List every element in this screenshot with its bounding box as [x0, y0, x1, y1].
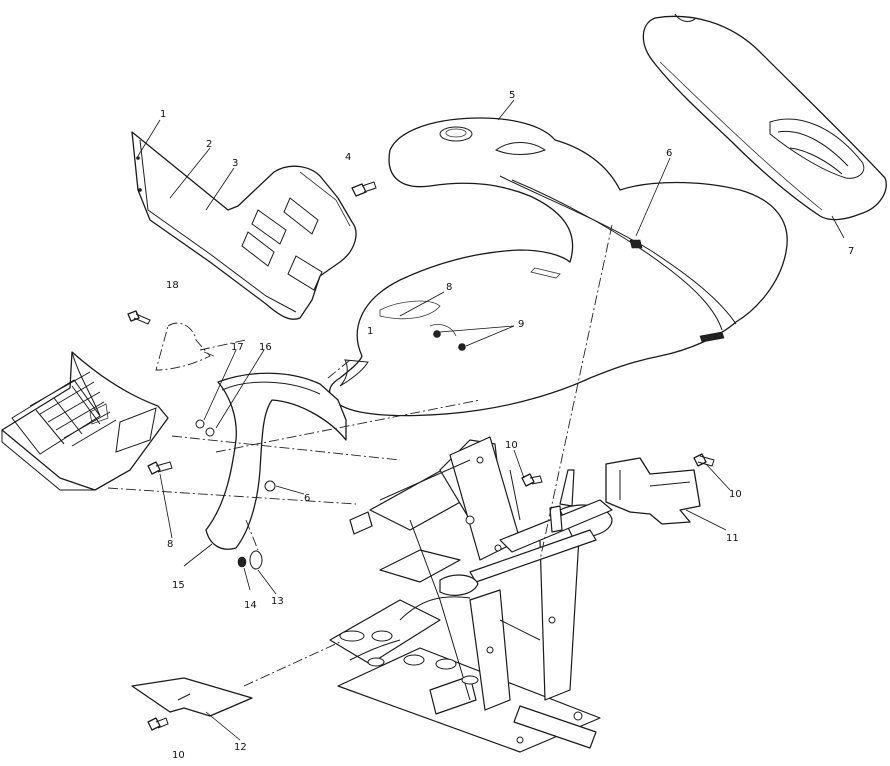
- callout-9: 9: [518, 319, 524, 330]
- heat-shield-11: [605, 457, 701, 525]
- callout-1-top: 1: [160, 109, 166, 120]
- bolt-8-lower: [147, 461, 173, 475]
- bolt-10-right: [693, 453, 715, 467]
- leader-lines: [137, 99, 845, 741]
- callout-1-fender: 1: [367, 326, 373, 337]
- footwell-floorboard: [1, 351, 169, 491]
- nut-6-upper: [629, 239, 643, 249]
- callout-4: 4: [345, 152, 351, 163]
- callout-14: 14: [244, 600, 257, 611]
- callout-10-frame: 10: [505, 440, 518, 451]
- callout-2: 2: [206, 139, 212, 150]
- front-fender-body-5: [328, 117, 788, 417]
- callout-7: 7: [848, 246, 854, 257]
- callout-8-upper: 8: [446, 282, 452, 293]
- bolt-10-frame: [521, 473, 543, 487]
- washer-13-nut-14: [237, 550, 263, 570]
- callout-5: 5: [509, 90, 515, 101]
- bolt-4: [351, 181, 377, 197]
- rear-fender-cover-7: [642, 13, 887, 221]
- callout-13: 13: [271, 596, 284, 607]
- callout-15: 15: [172, 580, 185, 591]
- callout-11: 11: [726, 533, 739, 544]
- callout-8-lower: 8: [167, 539, 173, 550]
- callout-12: 12: [234, 742, 247, 753]
- mud-flap-bracket-17: [155, 322, 215, 371]
- callout-3: 3: [232, 158, 238, 169]
- washer-16-nut-17: [195, 419, 215, 437]
- vehicle-frame: [329, 436, 613, 753]
- callout-6-upper: 6: [666, 148, 672, 159]
- bolt-18: [127, 310, 151, 325]
- callout-10-right: 10: [729, 489, 742, 500]
- callout-10-lower: 10: [172, 750, 185, 761]
- front-side-panel-2-3: [131, 131, 357, 320]
- callout-18: 18: [166, 280, 179, 291]
- bolt-10-lower: [147, 717, 169, 731]
- callout-labels: 1 2 3 4 5 6 7 18 8 9 17 16 1 10 10 11 6 …: [160, 90, 854, 761]
- assembly-lines: [107, 224, 613, 687]
- callout-16: 16: [259, 342, 272, 353]
- callout-17: 17: [231, 342, 244, 353]
- lower-shield-12: [131, 677, 253, 717]
- callout-6-lower: 6: [304, 493, 310, 504]
- fender-flare-15: [205, 372, 347, 550]
